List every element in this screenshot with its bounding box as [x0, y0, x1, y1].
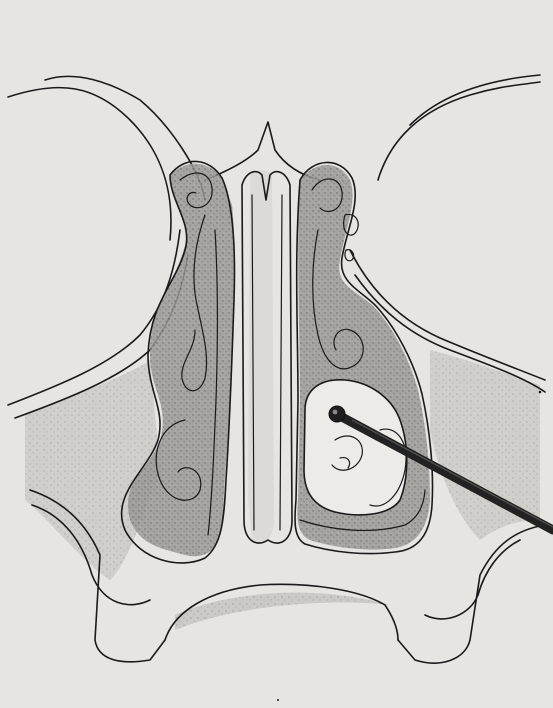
probe-tip-ball — [329, 406, 345, 422]
edge-mark — [539, 391, 542, 394]
probe-tip-highlight — [333, 410, 338, 415]
bottom-mark — [277, 699, 279, 701]
